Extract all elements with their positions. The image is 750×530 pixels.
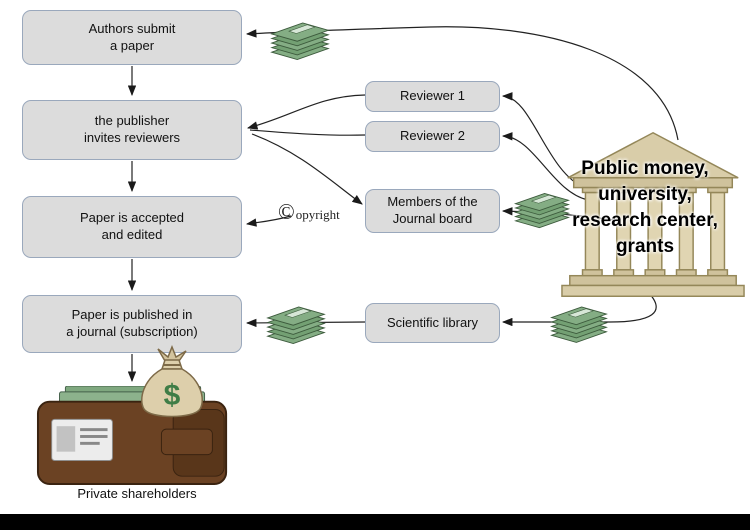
arrow-copyright-to-accepted (245, 215, 292, 227)
money-stack-icon (550, 306, 608, 343)
node-reviewer-2: Reviewer 2 (365, 121, 500, 152)
arrow-reviewer1-to-publisher (246, 94, 366, 130)
node-journal-board: Members of the Journal board (365, 189, 500, 233)
copyright-text: opyright (295, 207, 340, 222)
node-authors-submit: Authors submit a paper (22, 10, 242, 65)
money-stack-icon (266, 306, 326, 344)
line-reviewer2-to-publisher (249, 129, 366, 136)
arrow-publisher-to-board (251, 133, 363, 205)
money-stack-icon (514, 192, 570, 229)
dollar-sign: $ (164, 379, 181, 412)
bottom-bar (0, 514, 750, 530)
private-shareholders-label: Private shareholders (77, 486, 197, 501)
copyright-label: ©opyright (278, 201, 340, 223)
arrow-bank-to-reviewer2 (501, 132, 589, 201)
bank-building-icon (561, 131, 745, 297)
node-scientific-library: Scientific library (365, 303, 500, 343)
arrow-bank-to-reviewer1 (501, 92, 586, 189)
node-publisher-invites: the publisher invites reviewers (22, 100, 242, 160)
node-paper-published: Paper is published in a journal (subscri… (22, 295, 242, 353)
copyright-icon: © (278, 199, 295, 224)
node-paper-accepted: Paper is accepted and edited (22, 196, 242, 258)
money-stack-icon (270, 22, 330, 60)
funding-sources-label: Public money, university, research cente… (572, 158, 718, 257)
money-bag-icon: $ (141, 345, 203, 418)
node-reviewer-1: Reviewer 1 (365, 81, 500, 112)
wallet-icon (36, 386, 228, 485)
